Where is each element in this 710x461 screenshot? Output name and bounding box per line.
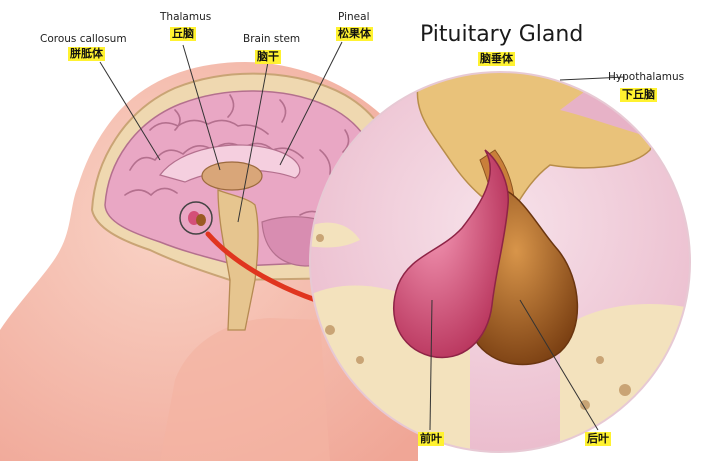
magnify-circle-border: [309, 71, 691, 453]
pituitary-label-cn: 脑垂体: [478, 52, 515, 66]
corpus-callosum-label-en: Corous callosum: [40, 33, 127, 45]
anterior-lobe: [393, 149, 509, 359]
thalamus-label-cn: 丘脑: [170, 27, 196, 41]
pineal-label-cn: 松果体: [336, 27, 373, 41]
neck: [160, 318, 330, 461]
thalamus-shape: [201, 161, 263, 191]
pineal-label-en: Pineal: [338, 11, 370, 23]
corpus-callosum-label-cn: 胼胝体: [68, 47, 105, 61]
diagram-title: Pituitary Gland: [420, 22, 584, 47]
pituitary-highlight: [179, 201, 213, 235]
hypothalamus-label-cn: 下丘脑: [620, 88, 657, 102]
brain-stem-label-en: Brain stem: [243, 33, 301, 45]
anterior-lobe-label: 前叶: [418, 432, 444, 446]
leader-lines: [99, 41, 626, 431]
hypothalamus-label-en: Hypothalamus: [608, 71, 685, 83]
thalamus-label-en: Thalamus: [160, 11, 212, 23]
posterior-lobe-label: 后叶: [585, 432, 611, 446]
brain-stem-label-cn: 脑干: [255, 50, 281, 64]
